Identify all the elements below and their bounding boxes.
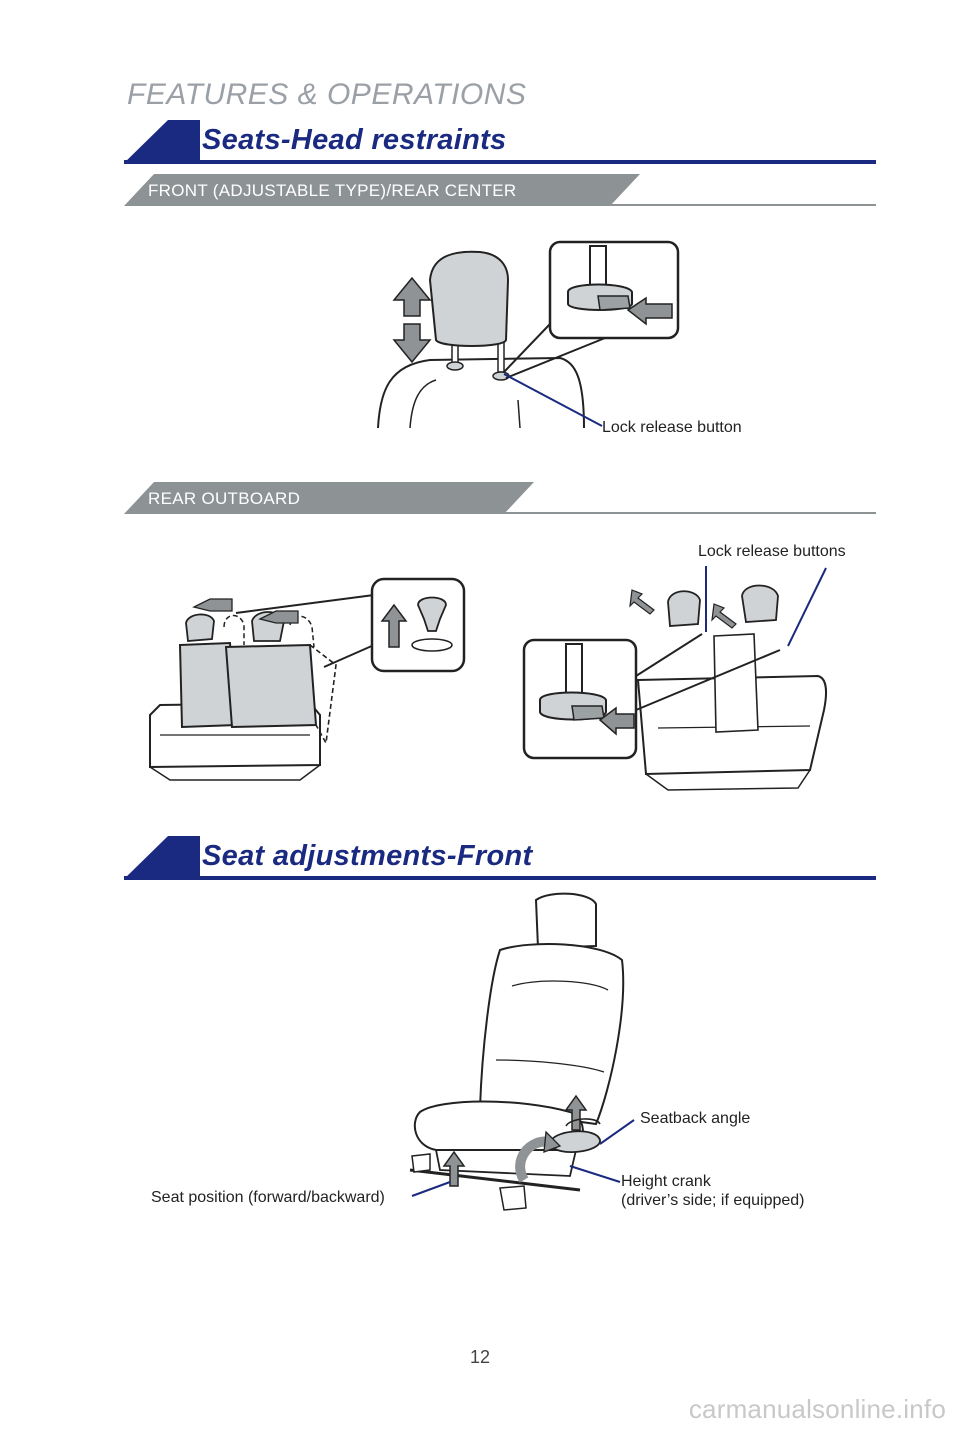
section-header-seat-adjustments: Seat adjustments-Front <box>202 840 533 872</box>
callout-seatback-angle: Seatback angle <box>640 1110 751 1127</box>
callout-seat-position: Seat position (forward/backward) <box>151 1189 385 1206</box>
subheading-rear: REAR OUTBOARD <box>148 489 301 508</box>
callout-height-crank: Height crank <box>621 1173 711 1190</box>
subheading-front: FRONT (ADJUSTABLE TYPE)/REAR CENTER <box>148 181 517 200</box>
page-number: 12 <box>469 1347 491 1367</box>
rear-seat-fold-diagram <box>149 577 466 781</box>
subheading-bar-front <box>124 174 876 206</box>
front-head-restraint-diagram <box>377 240 680 429</box>
front-seat-diagram <box>409 892 625 1211</box>
callout-lock-release-buttons: Lock release buttons <box>698 543 846 560</box>
section-title: FEATURES & OPERATIONS <box>127 78 527 111</box>
section-header-head-restraints: Seats-Head restraints <box>202 124 507 156</box>
section-header-bar <box>124 120 876 164</box>
watermark: carmanualsonline.info <box>688 1394 946 1424</box>
rear-head-restraint-lock-diagram <box>522 566 827 791</box>
seat-callout-leaders <box>411 1119 635 1197</box>
callout-lock-release-button: Lock release button <box>602 419 742 436</box>
section-header-bar-2 <box>124 836 876 880</box>
callout-height-crank-note: (driver’s side; if equipped) <box>621 1192 805 1209</box>
subheading-bar-rear <box>124 482 876 514</box>
